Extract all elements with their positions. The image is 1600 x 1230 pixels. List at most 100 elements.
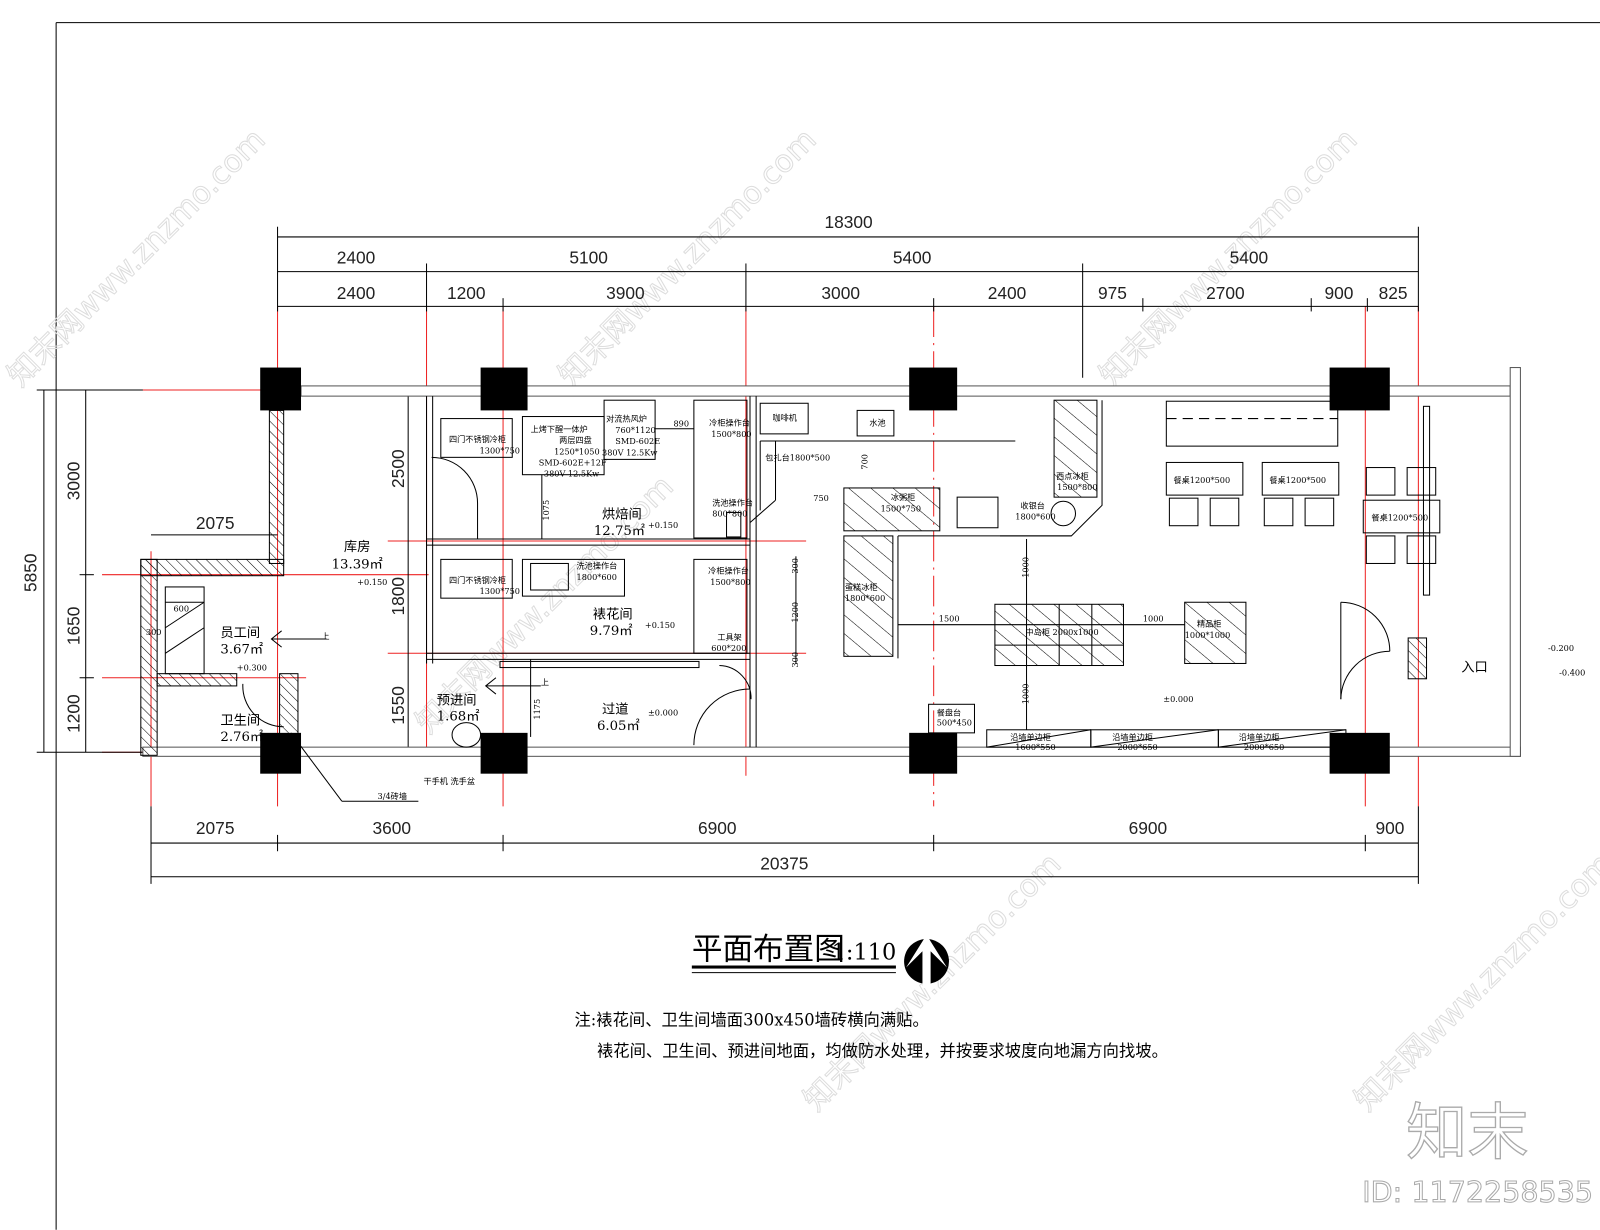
dim-left: 1200: [64, 694, 84, 733]
cake-size: 1800*600: [845, 593, 885, 603]
north-arrow-icon: [904, 934, 949, 988]
dim-top: 825: [1379, 283, 1408, 303]
up-arrow-label: 上: [541, 677, 549, 687]
sink-bench2-name: 洗池操作台: [577, 561, 618, 571]
dim-bottom: 6900: [1129, 818, 1168, 838]
dining-table: 餐桌1200*500: [1371, 513, 1428, 523]
dim-bottom: 3600: [372, 818, 411, 838]
dim-left: 3000: [64, 462, 84, 501]
column: [480, 367, 528, 411]
dining-table: 餐桌1200*500: [1173, 475, 1230, 485]
left-dimensions: 5850 3000 1650 1200 2500 1800 1550 2075: [21, 389, 409, 753]
room-name-staff: 员工间: [220, 625, 260, 641]
dim-oven-gap: 890: [673, 419, 689, 429]
dim-oven-clear: 1075: [541, 500, 551, 521]
sink: 水池: [869, 418, 885, 428]
tool-rack-name: 工具架: [717, 632, 741, 642]
level-storage: +0.150: [357, 577, 387, 587]
dim-cake: 300: [790, 652, 800, 668]
pastry-size: 1500*800: [1057, 482, 1097, 492]
dim-bottom: 2075: [196, 818, 235, 838]
arrow-left-icon: [484, 677, 541, 695]
oven1-line: 两层四盘: [559, 435, 592, 445]
porridge-name: 冰粥柜: [891, 492, 915, 502]
boutique-size: 1000*1000: [1185, 630, 1231, 640]
room-name-storage: 库房: [344, 539, 371, 555]
room-name-corridor: 过道: [602, 701, 629, 717]
wall-cabinet3-size: 2000*650: [1244, 742, 1284, 752]
cashier-size: 1800*600: [1015, 512, 1055, 522]
packing-table: 包扎台1800*500: [765, 452, 830, 462]
drawing-frame: [55, 22, 1600, 1230]
room-name-decor: 裱花间: [593, 607, 633, 623]
room-area-corridor: 6.05㎡: [597, 718, 640, 734]
oven2-line: SMD-602E: [615, 436, 660, 446]
cold-bench2-name: 冷柜操作台: [708, 566, 749, 576]
column: [260, 367, 302, 411]
column: [480, 732, 528, 774]
dim-top-total: 18300: [824, 212, 872, 232]
oven2-line: 380V 12.5Kw: [602, 447, 657, 457]
tool-rack-size: 600*200: [711, 643, 746, 653]
dim-left-wing: 2075: [196, 513, 235, 533]
entrance-label: 入口: [1461, 661, 1488, 676]
cashier-name: 收银台: [1020, 500, 1044, 510]
column: [909, 732, 958, 774]
dim-top: 3900: [606, 283, 645, 303]
brick-wall-label: 3/4砖墙: [378, 791, 407, 801]
arrow-left-icon: [270, 630, 327, 648]
dim-island-left: 1500: [939, 614, 960, 624]
note-line-1: 注:裱花间、卫生间墙面300x450墙砖横向满贴。: [574, 1011, 928, 1030]
dim-cake: 1200: [790, 602, 800, 623]
room-area-staff: 3.67㎡: [220, 641, 263, 657]
oven1-line: 1250*1050: [554, 446, 600, 456]
oven2-line: 对流热风炉: [606, 414, 647, 424]
title-block: 平面布置图 1:110 注:裱花间、卫生间墙面300x450墙砖横向满贴。 裱花…: [574, 932, 1167, 1060]
level-outside: -0.400: [1559, 668, 1585, 678]
dim-island-right: 1000: [1143, 614, 1164, 624]
fridge1-name: 四门不锈钢冷柜: [449, 434, 506, 444]
watermark-id: ID: 1172258535: [1362, 1175, 1593, 1209]
dim-island-top: 1000: [1021, 557, 1031, 578]
wall-cabinet1-name: 沿墙单边柜: [1010, 732, 1051, 742]
furniture: [440, 399, 1441, 748]
dim-bottom: 6900: [698, 818, 737, 838]
dim-top: 2400: [337, 247, 376, 267]
drawing-title: 平面布置图: [692, 932, 845, 967]
up-arrow-label: 上: [321, 631, 329, 641]
fridge1-size: 1300*750: [480, 445, 520, 455]
column: [909, 367, 958, 411]
level-decor: +0.150: [645, 620, 675, 630]
dim-left: 1650: [64, 607, 84, 646]
room-area-anteroom: 1.68㎡: [437, 709, 480, 725]
bottom-dimensions: 2075 3600 6900 6900 900 20375: [150, 806, 1419, 884]
dim-top: 2400: [988, 283, 1027, 303]
room-area-storage: 13.39㎡: [332, 557, 383, 573]
wall-cabinet3-name: 沿墙单边柜: [1239, 732, 1280, 742]
dim-bottom-total: 20375: [760, 854, 808, 874]
watermark-text: 知末网www.znzmo.com: [1, 122, 272, 393]
tray-name: 餐盘台: [937, 708, 961, 718]
dining-table: 餐桌1200*500: [1269, 475, 1326, 485]
room-name-anteroom: 预进间: [437, 692, 477, 708]
dim-inner: 1800: [388, 577, 408, 616]
dim-left-total: 5850: [21, 553, 41, 592]
oven1-line: SMD-602E+12F: [539, 458, 607, 468]
wall-cabinet1-size: 1600*550: [1015, 742, 1055, 752]
dim-pack-clear: 700: [859, 454, 869, 470]
wall-cabinet2-size: 2000*650: [1117, 742, 1157, 752]
equipment-labels: 四门不锈钢冷柜 1300*750 上烤下醒一体炉 两层四盘 1250*1050 …: [290, 413, 1428, 802]
dim-top: 5400: [1230, 247, 1269, 267]
dim-top: 900: [1324, 283, 1353, 303]
pastry-name: 西点冰柜: [1056, 471, 1089, 481]
columns: [260, 367, 1390, 774]
column: [1329, 732, 1390, 774]
level-bakery: +0.150: [648, 520, 678, 530]
room-area-decor: 9.79㎡: [590, 623, 633, 639]
cold-bench2-size: 1500*800: [710, 577, 750, 587]
dim-cake: 300: [790, 558, 800, 574]
dim-top: 3000: [821, 283, 860, 303]
top-dimensions: 18300 2400 5100 5400 5400 2400 1200 3900…: [277, 212, 1419, 378]
room-area-bakery: 12.75㎡: [594, 523, 645, 539]
cold-bench1-size: 1500*800: [711, 429, 751, 439]
